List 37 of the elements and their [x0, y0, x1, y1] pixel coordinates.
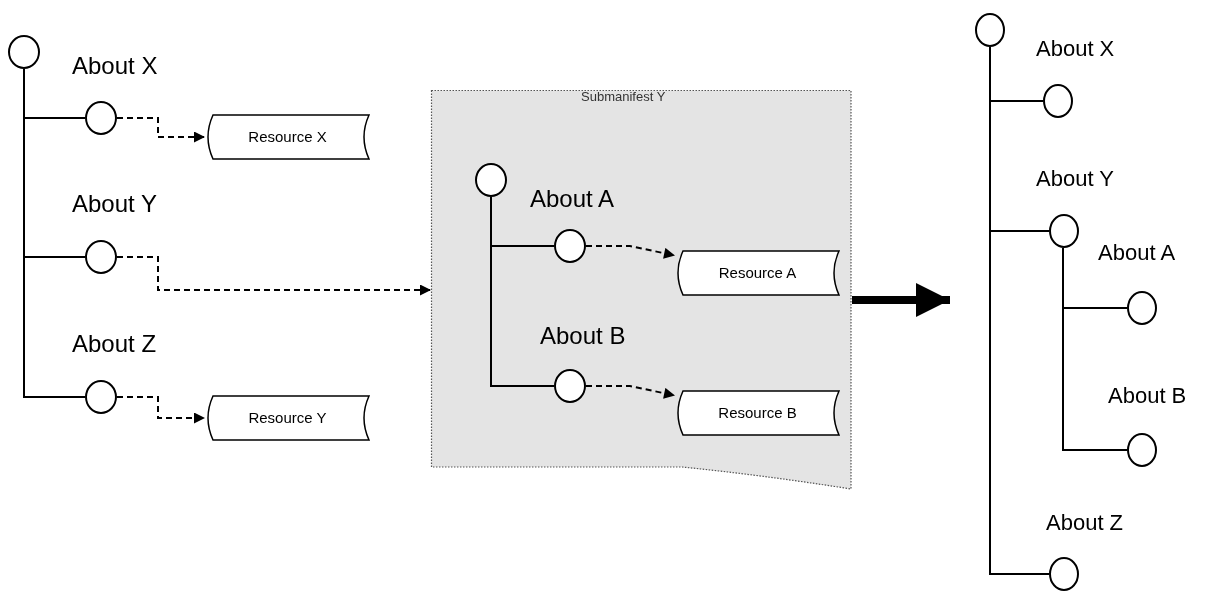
- document-box: [205, 395, 370, 441]
- dashed-arrow: [116, 396, 206, 424]
- circle-node: [975, 13, 1005, 47]
- resource-label: Resource A: [717, 264, 798, 281]
- dashed-arrow: [116, 256, 432, 296]
- document-box: [675, 390, 840, 436]
- tree-line: [1062, 246, 1128, 451]
- dashed-arrow: [116, 117, 206, 143]
- circle-node: [1127, 433, 1157, 467]
- tree-line: [490, 196, 555, 387]
- panel-title: Submanifest Y: [581, 89, 666, 104]
- dashed-arrow: [585, 245, 676, 259]
- document-box: [675, 250, 840, 296]
- circle-node: [1049, 557, 1079, 591]
- node-label: About Z: [1046, 510, 1124, 536]
- node-label: About Y: [72, 190, 157, 218]
- circle-node: [8, 35, 40, 69]
- node-label: About X: [1036, 36, 1115, 62]
- dashed-arrow: [585, 385, 676, 399]
- node-label: About B: [1108, 383, 1187, 409]
- circle-node: [1127, 291, 1157, 325]
- node-label: About X: [72, 52, 158, 80]
- resource-label: Resource B: [717, 404, 798, 421]
- circle-node: [1049, 214, 1079, 248]
- circle-node: [85, 101, 117, 135]
- circle-node: [85, 240, 117, 274]
- resource-label: Resource Y: [247, 409, 328, 426]
- node-label: About B: [540, 322, 626, 350]
- document-box: [205, 114, 370, 160]
- node-label: About A: [530, 185, 615, 213]
- node-label: About A: [1098, 240, 1176, 266]
- submanifest-panel: [431, 90, 852, 490]
- resource-label: Resource X: [247, 128, 328, 145]
- node-label: About Y: [1036, 166, 1114, 192]
- circle-node: [85, 380, 117, 414]
- node-label: About Z: [72, 330, 157, 358]
- circle-node: [1043, 84, 1073, 118]
